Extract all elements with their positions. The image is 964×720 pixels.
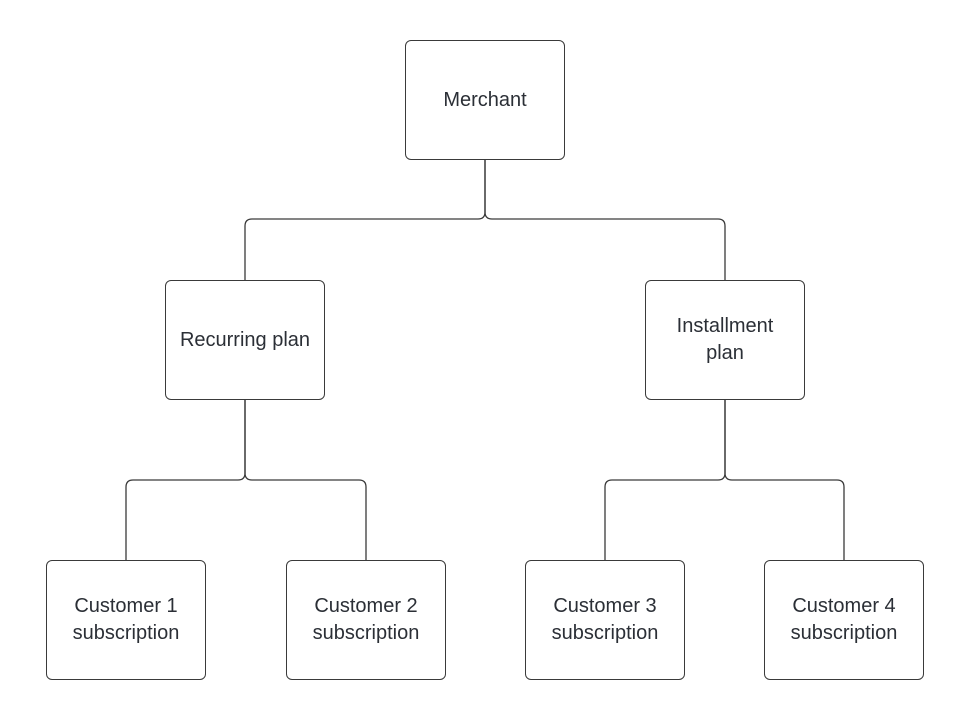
connector-recurring-c2	[244, 400, 367, 560]
node-label: Installment plan	[676, 315, 774, 364]
node-customer-3-subscription[interactable]: Customer 3 subscription	[525, 560, 685, 680]
connector-installment-c4	[724, 400, 845, 560]
node-label: Customer 4 subscription	[790, 595, 898, 644]
node-customer-1-subscription[interactable]: Customer 1 subscription	[46, 560, 206, 680]
node-customer-4-subscription[interactable]: Customer 4 subscription	[764, 560, 924, 680]
node-label: Merchant	[443, 88, 527, 111]
node-customer-2-subscription[interactable]: Customer 2 subscription	[286, 560, 446, 680]
node-label: Customer 3 subscription	[551, 595, 659, 644]
node-label: Customer 1 subscription	[72, 595, 180, 644]
node-merchant[interactable]: Merchant	[405, 40, 565, 160]
connector-merchant-recurring	[244, 160, 486, 280]
node-installment-plan[interactable]: Installment plan	[645, 280, 805, 400]
node-label: Recurring plan	[179, 328, 311, 351]
connector-merchant-installment	[484, 160, 726, 280]
node-label: Customer 2 subscription	[312, 595, 420, 644]
connector-recurring-c1	[125, 400, 246, 560]
connector-installment-c3	[604, 400, 726, 560]
node-recurring-plan[interactable]: Recurring plan	[165, 280, 325, 400]
